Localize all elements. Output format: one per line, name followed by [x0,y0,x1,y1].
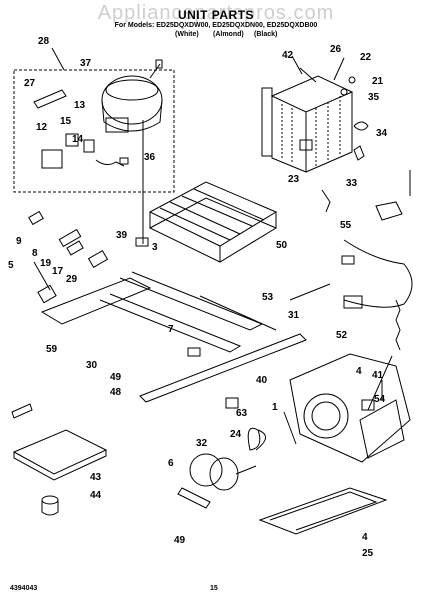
callout-50: 50 [276,240,288,251]
callout-1: 1 [272,402,278,413]
callout-44: 44 [90,490,102,501]
callout-13: 13 [74,100,86,111]
callout-4: 4 [362,532,368,543]
callout-53: 53 [262,292,274,303]
callout-27: 27 [24,78,36,89]
callout-43: 43 [90,472,102,483]
callout-14: 14 [72,134,84,145]
callout-34: 34 [376,128,388,139]
page-title: UNIT PARTS [177,8,255,22]
wire-condenser-drawing [148,181,278,263]
callout-3: 3 [152,242,158,253]
compressor-group-box [13,69,175,193]
callout-5: 5 [8,260,14,271]
wire-harness-drawing [343,239,413,308]
callout-54: 54 [374,394,386,405]
callout-17: 17 [52,266,64,277]
callout-48: 48 [110,387,122,398]
callout-63: 63 [236,408,248,419]
part-27-drawing [33,89,67,109]
color-black-label: (Black) [254,31,278,38]
models-line: For Models: ED25DQXDW00, ED25DQXDN00, ED… [114,22,318,29]
callout-49: 49 [174,535,186,546]
callout-12: 12 [36,122,48,133]
callout-39: 39 [116,230,128,241]
base-frame-drawing [40,271,307,403]
callout-35: 35 [368,92,380,103]
callout-42: 42 [282,50,294,61]
callout-31: 31 [288,310,300,321]
relay-drawing [41,149,63,169]
callout-52: 52 [336,330,348,341]
watermark: Appliancepartspros.com [97,2,335,24]
callout-6: 6 [168,458,174,469]
callout-24: 24 [230,429,242,440]
callout-32: 32 [196,438,208,449]
callout-29: 29 [66,274,78,285]
callout-21: 21 [372,76,384,87]
callout-4: 4 [356,366,362,377]
callout-19: 19 [40,258,52,269]
callout-15: 15 [60,116,72,127]
callout-labels: 2837271312151436422622213534332355509819… [8,36,388,559]
color-almond-label: (Almond) [213,31,244,38]
callout-59: 59 [46,344,58,355]
callout-7: 7 [168,324,174,335]
callout-49: 49 [110,372,122,383]
page-number: 15 [210,585,218,592]
callout-23: 23 [288,174,300,185]
callout-37: 37 [80,58,92,69]
callout-55: 55 [340,220,352,231]
document-number: 4394043 [10,585,38,592]
callout-8: 8 [32,248,38,259]
callout-9: 9 [16,236,22,247]
panel-43-drawing [12,429,108,475]
callout-40: 40 [256,375,268,386]
callout-36: 36 [144,152,156,163]
condenser-coil-drawing [261,75,354,173]
color-white-label: (White) [175,31,199,38]
compressor-drawing [101,59,163,133]
fan-blade-drawing [247,427,266,451]
callout-41: 41 [372,370,384,381]
callout-30: 30 [86,360,98,371]
callout-26: 26 [330,44,342,55]
callout-28: 28 [38,36,50,47]
callout-22: 22 [360,52,372,63]
drain-pan-drawing [258,487,388,535]
callout-33: 33 [346,178,358,189]
fan-motor-drawing [177,453,257,509]
fan-shroud-drawing [289,353,411,463]
callout-25: 25 [362,548,374,559]
